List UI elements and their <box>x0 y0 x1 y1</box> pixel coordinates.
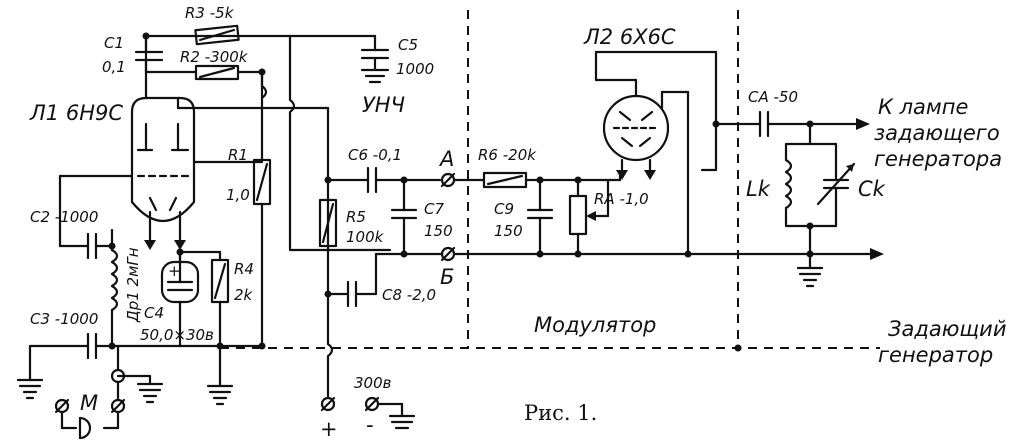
mic-label: М <box>80 391 98 415</box>
r1-label: R1 <box>228 146 248 164</box>
terminal-a-label: А <box>438 147 454 171</box>
modulator-label: Модулятор <box>534 313 656 337</box>
amplifier-label: УНЧ <box>362 93 405 117</box>
c1-label: C1 <box>104 34 124 52</box>
ground-symbols <box>16 344 234 406</box>
r5-label: R5 <box>346 208 366 226</box>
c5-value: 1000 <box>396 60 434 78</box>
terminal-a <box>440 172 456 188</box>
r5-value: 100k <box>346 228 385 246</box>
r1-value: 1,0 <box>226 186 250 204</box>
c7-label: C7 <box>424 200 444 218</box>
l1-wiring <box>58 34 377 302</box>
c9-label: C9 <box>494 200 514 218</box>
tube-l2 <box>594 50 718 256</box>
tank-circuit <box>784 122 856 288</box>
c9-value: 150 <box>494 222 523 240</box>
figure-caption: Рис. 1. <box>524 401 597 425</box>
ck-label: Ck <box>858 177 886 201</box>
supply-plus-label: + <box>320 417 338 441</box>
output-note-line-1: К лампе <box>878 95 968 119</box>
svg-text:+: + <box>168 262 181 280</box>
r6-label: R6 -20k <box>478 146 537 164</box>
r2-label: R2 -300k <box>180 48 249 66</box>
capacitor-c5 <box>360 34 390 84</box>
capacitor-c4: + <box>160 248 200 348</box>
dr1-label: Др1 2мГн <box>124 247 142 323</box>
r4-label: R4 <box>234 260 254 278</box>
c8-label: C8 -2,0 <box>382 286 436 304</box>
r3-label: R3 -5k <box>185 4 235 22</box>
output-note-line-2: задающего <box>874 121 1000 145</box>
ca-label: CA -50 <box>748 88 798 106</box>
r4-value: 2k <box>234 286 254 304</box>
oscillator-label-line-2: генератор <box>878 343 993 367</box>
c5-label: C5 <box>398 36 418 54</box>
terminal-b-label: Б <box>440 265 454 289</box>
oscillator-label-line-1: Задающий <box>888 317 1006 341</box>
capacitor-ca <box>758 110 870 138</box>
tube-l1-label: Л1 6Н9С <box>29 101 123 125</box>
resistor-r3 <box>194 24 240 46</box>
lk-label: Lk <box>746 177 771 201</box>
c1-value: 0,1 <box>102 58 126 76</box>
capacitor-c1 <box>134 34 198 74</box>
c4-value: 50,0×30в <box>140 326 214 344</box>
capacitor-c8 <box>326 252 378 308</box>
c6-label: C6 -0,1 <box>348 146 402 164</box>
c3-label: C3 -1000 <box>30 310 98 328</box>
c4-label: C4 <box>144 304 164 322</box>
resistor-r6 <box>482 171 528 189</box>
resistor-r4 <box>178 250 230 378</box>
capacitor-c2 <box>58 232 114 260</box>
resistor-r5 <box>318 198 338 248</box>
resistor-r2 <box>194 64 264 81</box>
output-note-line-3: генератора <box>874 147 1002 171</box>
capacitor-c9 <box>526 178 554 256</box>
capacitor-c6 <box>326 166 442 194</box>
junction-dots <box>108 32 814 352</box>
ra-label: RA -1,0 <box>594 190 649 208</box>
supply-voltage-label: 300в <box>354 374 392 392</box>
terminal-b <box>440 246 456 262</box>
c7-value: 150 <box>424 222 453 240</box>
resistor-r1 <box>252 70 272 348</box>
supply-minus-label: - <box>366 413 374 437</box>
tube-l2-label: Л2 6Х6С <box>583 25 676 49</box>
capacitor-c7 <box>390 178 418 256</box>
microphone <box>54 344 126 440</box>
c2-label: C2 -1000 <box>30 208 98 226</box>
tube-l1 <box>130 96 196 250</box>
